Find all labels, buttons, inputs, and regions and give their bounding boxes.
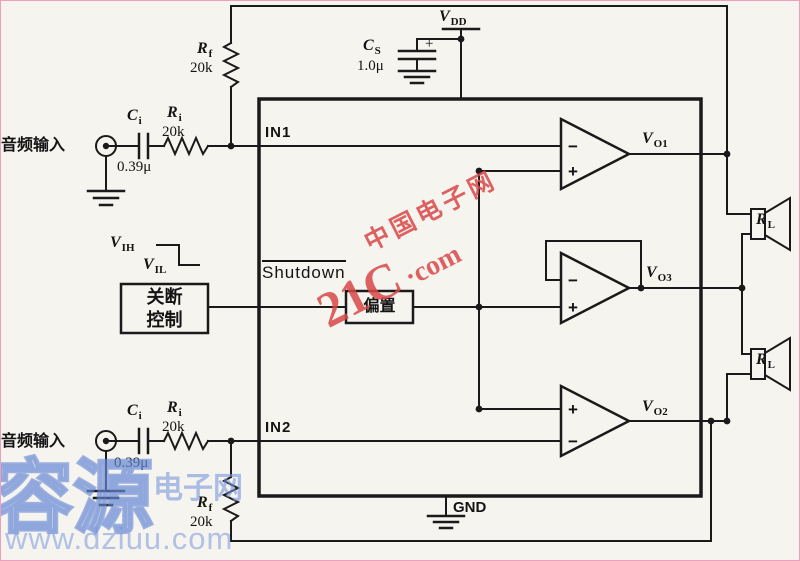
ri-bottom-base: R xyxy=(167,399,178,416)
ri-bottom-label: Ri xyxy=(167,399,182,420)
cs-label: CS xyxy=(363,37,381,58)
bias-box-label: 偏置 xyxy=(363,297,396,315)
opamp-3-triangle xyxy=(559,250,632,326)
pin-gnd-label: GND xyxy=(453,499,487,516)
rl-bottom-base: R xyxy=(756,351,767,368)
vil-sub: IL xyxy=(154,264,167,277)
wire-feedback-top xyxy=(230,5,728,155)
shutdown-box-line1: 关断 xyxy=(146,286,183,307)
ri-top-base: R xyxy=(167,104,178,121)
ci-top-label: Ci xyxy=(127,107,142,128)
vo2-label: VO2 xyxy=(642,398,668,419)
shutdown-pin-text: Shutdown xyxy=(262,260,346,283)
ci-top-sub: i xyxy=(138,115,142,128)
wire-speaker-top-to-vo3 xyxy=(741,233,752,289)
ci-top-base: C xyxy=(127,107,138,124)
ic-outline-box xyxy=(257,97,703,498)
ci-bottom-value: 0.39μ xyxy=(114,455,149,471)
capacitor-ci-top xyxy=(137,132,150,160)
ci-bottom-label: Ci xyxy=(127,402,142,423)
ri-top-label: Ri xyxy=(167,104,182,125)
resistor-ri-top xyxy=(147,135,210,157)
vdd-sub: DD xyxy=(450,16,467,29)
vdd-label: VDD xyxy=(439,8,467,29)
cs-base: C xyxy=(363,37,374,54)
bias-box-text: 偏置 xyxy=(346,291,413,323)
ri-top-value: 20k xyxy=(162,124,185,140)
resistor-ri-bottom xyxy=(147,430,210,452)
rf-bottom-base: R xyxy=(197,494,208,511)
vih-label: VIH xyxy=(110,234,135,255)
rl-top-sub: L xyxy=(767,219,776,232)
resistor-rf-bottom xyxy=(221,440,241,542)
wire-opamp3-feedback-loop xyxy=(545,240,642,289)
shutdown-control-box xyxy=(119,282,210,335)
opamp3-minus-sign: − xyxy=(568,271,578,290)
ci-top-value: 0.39μ xyxy=(117,159,152,175)
cs-value: 1.0μ xyxy=(357,58,384,74)
opamp-1-triangle xyxy=(559,116,632,192)
ground-symbol-cs xyxy=(397,69,437,85)
rf-top-label: Rf xyxy=(197,40,213,61)
vo3-label: VO3 xyxy=(646,264,672,285)
rl-bottom-sub: L xyxy=(767,359,776,372)
wire-speaker-bottom-to-vo2 xyxy=(726,373,752,422)
resistor-rf-top xyxy=(221,5,241,147)
capacitor-ci-bottom xyxy=(137,427,150,455)
ri-bottom-sub: i xyxy=(178,407,182,420)
vo1-label: VO1 xyxy=(642,130,668,151)
rf-top-sub: f xyxy=(208,48,213,61)
rf-bottom-label: Rf xyxy=(197,494,213,515)
shutdown-pin-label: Shutdown xyxy=(262,260,346,283)
vo1-sub: O1 xyxy=(653,138,668,151)
rf-bottom-sub: f xyxy=(208,502,213,515)
shutdown-control-box-text: 关断 控制 xyxy=(121,284,208,333)
opamp1-minus-sign: − xyxy=(568,137,578,156)
audio-input-bottom-label: 音频输入 xyxy=(1,433,66,450)
pin-in1-label: IN1 xyxy=(265,124,292,141)
opamp3-plus-sign: + xyxy=(568,298,578,317)
cs-polarity-sign: + xyxy=(425,36,434,52)
opamp2-plus-sign: + xyxy=(568,400,578,419)
junction-dots xyxy=(227,35,746,445)
shutdown-box-line2: 控制 xyxy=(146,309,183,330)
ri-top-sub: i xyxy=(178,112,182,125)
vih-sub: IH xyxy=(121,242,135,255)
speaker-rl-bottom xyxy=(750,336,791,392)
opamp1-plus-sign: + xyxy=(568,162,578,181)
opamp-2-triangle xyxy=(559,383,632,459)
ground-symbol-main xyxy=(426,495,466,530)
input-jack-top xyxy=(86,135,140,207)
vo2-sub: O2 xyxy=(653,406,668,419)
input-jack-bottom xyxy=(86,430,140,507)
rf-bottom-value: 20k xyxy=(190,514,213,530)
wire-vo3-to-speaker-bottom xyxy=(741,287,752,355)
vdd-base: V xyxy=(439,8,450,25)
rf-top-value: 20k xyxy=(190,60,213,76)
wire-feedback-bottom xyxy=(230,420,712,542)
vo3-base: V xyxy=(646,264,657,281)
rl-bottom-label: RL xyxy=(756,351,776,372)
cs-sub: S xyxy=(374,45,381,58)
pin-in2-label: IN2 xyxy=(265,419,292,436)
opamp2-minus-sign: − xyxy=(568,432,578,451)
ci-bottom-base: C xyxy=(127,402,138,419)
vo3-sub: O3 xyxy=(657,272,672,285)
logic-step-waveform xyxy=(156,244,200,266)
rf-top-base: R xyxy=(197,40,208,57)
vil-label: VIL xyxy=(143,256,167,277)
rl-top-base: R xyxy=(756,211,767,228)
ci-bottom-sub: i xyxy=(138,410,142,423)
speaker-rl-top xyxy=(750,196,791,252)
vih-base: V xyxy=(110,234,121,251)
vil-base: V xyxy=(143,256,154,273)
rl-top-label: RL xyxy=(756,211,776,232)
vo2-base: V xyxy=(642,398,653,415)
audio-input-top-label: 音频输入 xyxy=(1,137,66,154)
ri-bottom-value: 20k xyxy=(162,419,185,435)
vo1-base: V xyxy=(642,130,653,147)
capacitor-cs xyxy=(397,38,437,72)
wire-vo1-to-speaker xyxy=(726,153,752,215)
